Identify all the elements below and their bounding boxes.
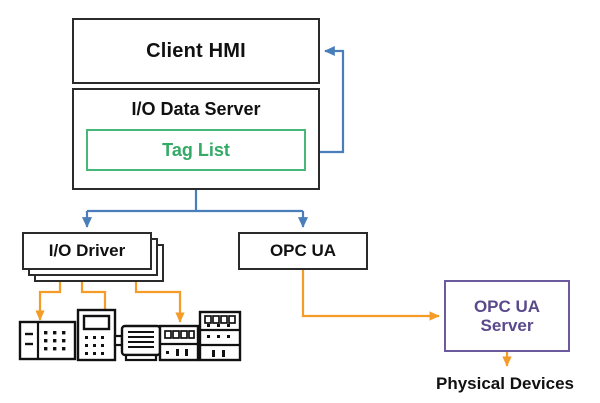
connector-tag-list-to-client-hmi bbox=[320, 45, 345, 154]
motor-icon bbox=[113, 324, 162, 362]
node-tag-list[interactable]: Tag List bbox=[86, 129, 306, 171]
node-client-hmi[interactable]: Client HMI bbox=[72, 18, 320, 84]
node-io-driver[interactable]: I/O Driver bbox=[22, 232, 152, 270]
node-opc-ua[interactable]: OPC UA bbox=[238, 232, 368, 270]
connector-driver-to-device-1 bbox=[35, 282, 62, 321]
connector-opc-ua-to-server bbox=[301, 270, 440, 321]
opc-ua-server-label: OPC UA Server bbox=[474, 297, 540, 335]
io-data-server-label: I/O Data Server bbox=[131, 99, 261, 119]
tag-list-label: Tag List bbox=[162, 139, 230, 160]
plc-icon bbox=[18, 320, 77, 361]
opc-ua-server-label-line1: OPC UA bbox=[473, 296, 541, 316]
cabinet-icon-large bbox=[198, 310, 242, 362]
connector-driver-to-device-3 bbox=[134, 282, 185, 323]
physical-devices-label: Physical Devices bbox=[436, 374, 574, 394]
node-physical-devices: Physical Devices bbox=[412, 372, 598, 396]
node-opc-ua-server[interactable]: OPC UA Server bbox=[444, 280, 570, 352]
connector-driver-to-device-2 bbox=[80, 282, 110, 326]
client-hmi-label: Client HMI bbox=[146, 39, 246, 62]
cabinet-icon-small bbox=[158, 324, 200, 362]
io-driver-label: I/O Driver bbox=[48, 241, 126, 261]
opc-ua-server-label-line2: Server bbox=[480, 316, 534, 335]
control-panel-icon bbox=[76, 308, 117, 362]
opc-ua-label: OPC UA bbox=[269, 241, 337, 261]
